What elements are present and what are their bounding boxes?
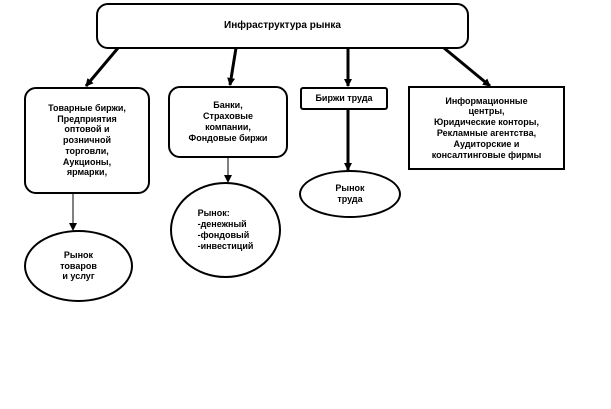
financial-market-node: Рынок: -денежный -фондовый -инвестиций	[170, 182, 281, 278]
financial-market-text: Рынок: -денежный -фондовый -инвестиций	[197, 208, 254, 251]
labor-exchange-node: Биржи труда	[300, 87, 388, 110]
goods-market-node: Рынок товаров и услуг	[24, 230, 133, 302]
financial-institutions-node: Банки, Страховые компании, Фондовые бирж…	[168, 86, 288, 158]
arrow-root-to-info	[443, 46, 491, 88]
root-title: Инфраструктура рынка	[224, 20, 341, 31]
arrow-root-to-banks	[227, 47, 238, 86]
labor-exchange-text: Биржи труда	[315, 93, 373, 104]
goods-market-text: Рынок товаров и услуг	[60, 249, 97, 282]
root-node: Инфраструктура рынка	[96, 3, 469, 49]
service-firms-text: Информационные центры, Юридические конто…	[431, 95, 542, 160]
trade-institutions-text: Товарные биржи, Предприятия оптовой и ро…	[48, 102, 126, 178]
financial-institutions-text: Банки, Страховые компании, Фондовые бирж…	[188, 100, 268, 143]
service-firms-node: Информационные центры, Юридические конто…	[408, 86, 565, 170]
arrow-root-to-trade	[84, 47, 120, 87]
labor-market-text: Рынок труда	[335, 183, 365, 204]
trade-institutions-node: Товарные биржи, Предприятия оптовой и ро…	[24, 87, 150, 194]
labor-market-node: Рынок труда	[299, 170, 401, 218]
